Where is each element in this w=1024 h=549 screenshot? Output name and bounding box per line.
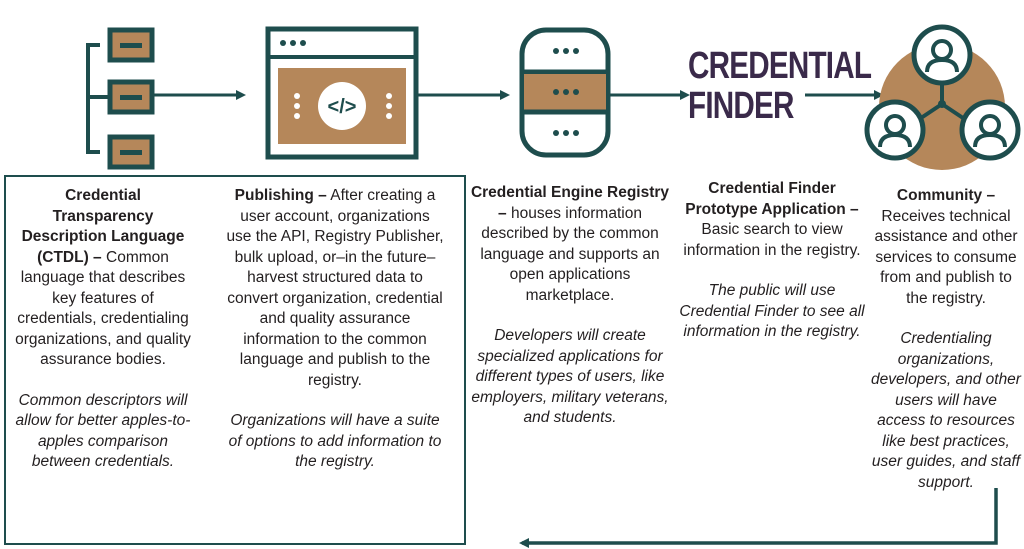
- code-window-icon: </>: [265, 26, 419, 160]
- svg-text:</>: </>: [328, 96, 357, 118]
- community-column: Community – Receives technical assistanc…: [870, 186, 1022, 493]
- registry-note: Developers will create specialized appli…: [471, 327, 669, 426]
- ctdl-note: Common descriptors will allow for better…: [15, 391, 191, 471]
- publishing-description: Publishing – After creating a user accou…: [226, 187, 444, 389]
- community-icon: [864, 24, 1021, 170]
- ctdl-stack-icon: [86, 27, 155, 170]
- publishing-note: Organizations will have a suite of optio…: [228, 412, 442, 470]
- publishing-column: Publishing – After creating a user accou…: [226, 186, 444, 473]
- ctdl-publishing-frame: [4, 175, 466, 545]
- community-description: Community – Receives technical assistanc…: [874, 187, 1018, 307]
- registry-title: Credential Engine Registry –: [470, 184, 670, 222]
- community-title: Community –: [896, 187, 996, 204]
- ctdl-title: Credential Transparency Description Lang…: [21, 187, 185, 266]
- database-icon: [519, 27, 611, 158]
- registry-column: Credential Engine Registry – houses info…: [468, 183, 672, 429]
- finder-title: Credential Finder Prototype Application …: [685, 180, 859, 218]
- finder-note: The public will use Credential Finder to…: [679, 282, 865, 340]
- publishing-title: Publishing –: [234, 187, 327, 204]
- finder-column: Credential Finder Prototype Application …: [674, 179, 870, 343]
- logo-line-2: FINDER: [688, 85, 794, 127]
- return-arrow: [519, 488, 998, 548]
- ctdl-description: Credential Transparency Description Lang…: [15, 187, 191, 368]
- registry-description: Credential Engine Registry – houses info…: [470, 184, 670, 304]
- community-note: Credentialing organizations, developers,…: [871, 330, 1021, 491]
- credential-finder-logo: CREDENTIAL FINDER: [688, 45, 872, 127]
- finder-description: Credential Finder Prototype Application …: [683, 180, 861, 259]
- logo-line-1: CREDENTIAL: [688, 45, 872, 87]
- ctdl-column: Credential Transparency Description Lang…: [14, 186, 192, 473]
